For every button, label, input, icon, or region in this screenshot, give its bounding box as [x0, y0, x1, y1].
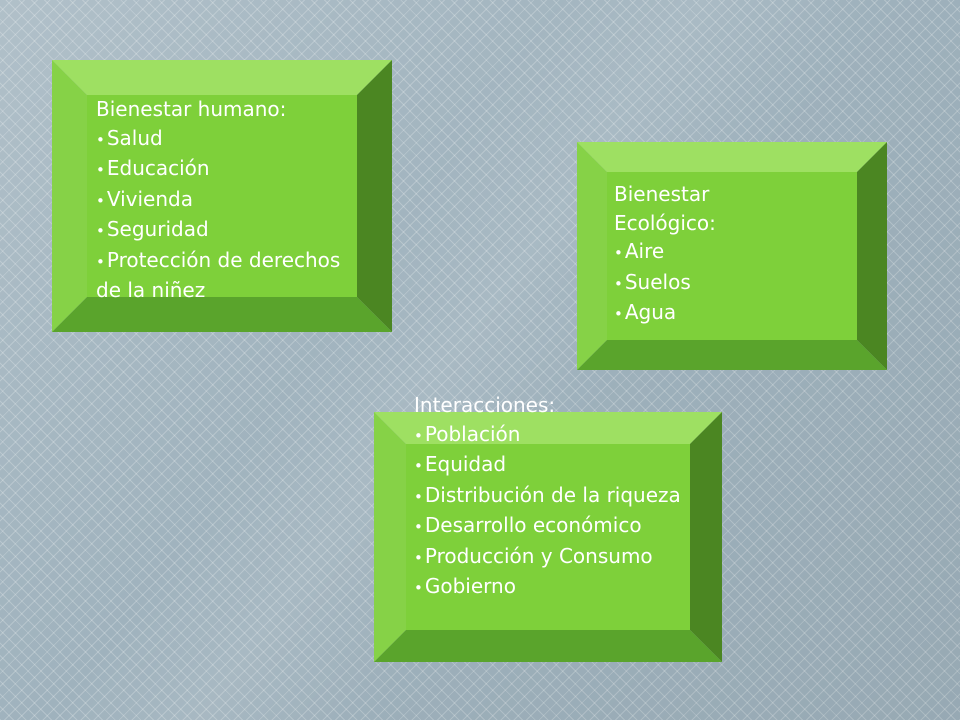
interactions-text: Interacciones: Población Equidad Distrib…: [414, 391, 686, 603]
list-item: Población: [414, 420, 686, 451]
bevel-box-interactions: Interacciones: Población Equidad Distrib…: [374, 393, 722, 662]
list-item: Seguridad: [96, 215, 364, 246]
human-wellbeing-list: Salud Educación Vivienda Seguridad Prote…: [96, 124, 364, 305]
human-wellbeing-heading: Bienestar humano:: [96, 97, 287, 121]
ecological-wellbeing-heading-line2: Ecológico:: [614, 210, 716, 235]
list-item: Gobierno: [414, 572, 686, 603]
ecological-wellbeing-heading-line1: Bienestar: [614, 182, 710, 206]
list-item: Salud: [96, 124, 364, 155]
list-item: Desarrollo económico: [414, 511, 686, 542]
list-item: Distribución de la riqueza: [414, 481, 686, 512]
list-item: Suelos: [614, 268, 854, 299]
bevel-box-human-wellbeing: Bienestar humano: Salud Educación Vivien…: [52, 60, 392, 332]
list-item: Vivienda: [96, 185, 364, 216]
ecological-wellbeing-list: Aire Suelos Agua: [614, 237, 854, 329]
interactions-heading: Interacciones:: [414, 393, 556, 417]
list-item: Producción y Consumo: [414, 542, 686, 573]
ecological-wellbeing-text: Bienestar Ecológico: Aire Suelos Agua: [614, 180, 854, 329]
list-item: Protección de derechos de la niñez: [96, 246, 364, 305]
bevel-box-ecological-wellbeing: Bienestar Ecológico: Aire Suelos Agua: [577, 142, 887, 370]
list-item: Aire: [614, 237, 854, 268]
interactions-list: Población Equidad Distribución de la riq…: [414, 420, 686, 603]
list-item: Educación: [96, 154, 364, 185]
list-item: Equidad: [414, 450, 686, 481]
list-item: Agua: [614, 298, 854, 329]
human-wellbeing-text: Bienestar humano: Salud Educación Vivien…: [96, 95, 364, 305]
